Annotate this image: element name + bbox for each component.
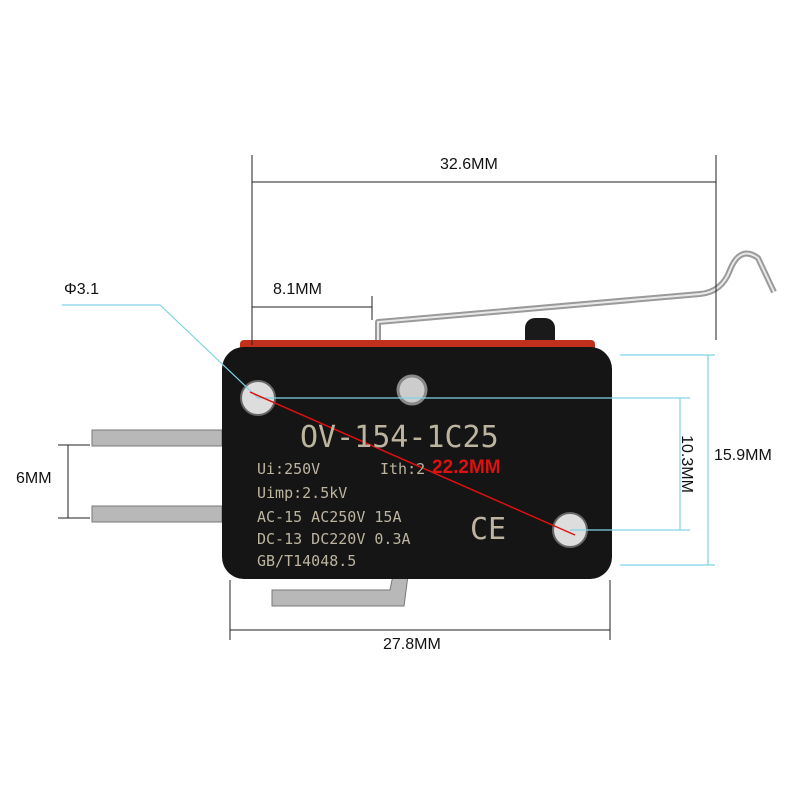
dim-body-height: 15.9MM xyxy=(714,447,772,464)
diagonal-line xyxy=(249,391,576,536)
dimension-lines-blue xyxy=(62,304,715,566)
terminal-middle xyxy=(91,505,223,523)
dim-terminal-pitch: 6MM xyxy=(16,470,52,487)
switch-ith: Ith:2 xyxy=(380,460,426,478)
dim-lever-offset: 8.1MM xyxy=(273,281,322,298)
switch-ac-rating: AC-15 AC250V 15A xyxy=(257,508,402,526)
switch-dc-rating: DC-13 DC220V 0.3A xyxy=(257,530,411,548)
dim-hole-diameter: Φ3.1 xyxy=(64,281,100,298)
switch-model: OV-154-1C25 xyxy=(300,420,499,455)
dim-hole-vertical-spacing: 10.3MM xyxy=(677,435,695,493)
switch-body xyxy=(222,347,612,579)
ce-mark: CE xyxy=(470,512,507,547)
switch-lever xyxy=(375,250,777,350)
terminal-top xyxy=(91,429,223,447)
dim-hole-diagonal: 22.2MM xyxy=(432,457,501,478)
switch-ui: Ui:250V xyxy=(257,460,321,478)
switch-standard: GB/T14048.5 xyxy=(257,552,357,570)
dim-body-length: 27.8MM xyxy=(383,636,441,653)
switch-uimp: Uimp:2.5kV xyxy=(257,484,348,502)
dim-overall-length: 32.6MM xyxy=(440,156,498,173)
rivet xyxy=(396,374,428,406)
dimension-lines-black xyxy=(58,155,717,640)
